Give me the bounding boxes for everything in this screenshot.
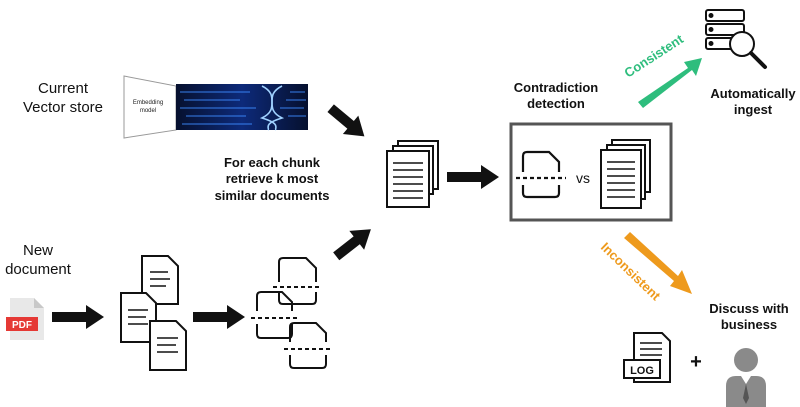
similar-documents-stack-icon	[386, 140, 439, 208]
inconsistent-label: Inconsistent	[598, 239, 664, 303]
log-file-icon	[623, 332, 671, 383]
consistent-arrow	[638, 58, 702, 108]
data-banner	[176, 84, 308, 130]
server-search-icon	[705, 9, 767, 69]
chunk-compare-icon	[516, 150, 566, 199]
discuss-with-business-label: Discuss with business	[709, 301, 789, 333]
arrow-chunks-to-similar	[333, 229, 371, 261]
arrow-to-contradiction	[447, 165, 499, 189]
embedding-model-text-2: model	[140, 108, 156, 114]
split-documents-icon	[120, 255, 187, 371]
current-vector-store-label: Current Vector store	[22, 80, 104, 116]
automatically-ingest-label: Automatically ingest	[710, 86, 796, 118]
compare-documents-stack-icon	[600, 139, 651, 209]
new-document-label: New document	[5, 242, 71, 278]
log-icon-text: LOG	[630, 365, 654, 377]
arrow-store-to-similar	[327, 104, 365, 137]
pdf-icon-text: PDF	[12, 320, 32, 331]
pdf-icon: PDF	[6, 298, 44, 340]
consistent-label: Consistent	[621, 31, 686, 81]
inconsistent-arrow	[624, 232, 692, 294]
plus-sign: +	[690, 351, 702, 373]
arrow-pdf-to-documents	[52, 305, 104, 329]
vs-label: vs	[576, 170, 590, 186]
chunks-icon	[251, 257, 332, 369]
contradiction-detection-label: Contradiction detection	[513, 80, 599, 112]
for-each-chunk-label: For each chunk retrieve k most similar d…	[214, 155, 330, 203]
business-person-icon	[726, 348, 766, 407]
embedding-model-text-1: Embedding	[133, 100, 163, 106]
arrow-documents-to-chunks	[193, 305, 245, 329]
embedding-model-graphic: Embedding model	[123, 75, 308, 139]
